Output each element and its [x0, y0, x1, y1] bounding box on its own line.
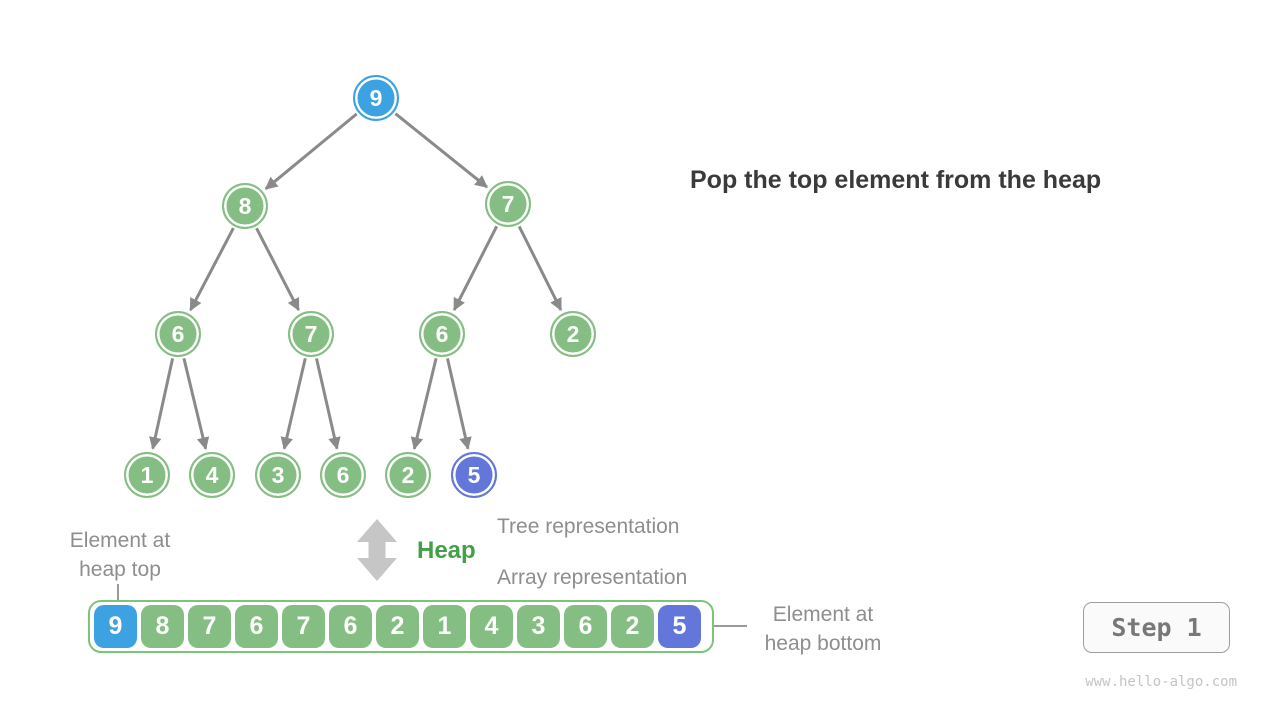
heap-top-label: Element at heap top — [40, 526, 200, 584]
tree-edge — [394, 112, 488, 189]
up-down-arrow-icon — [357, 519, 397, 581]
heap-bottom-label-line1: Element at — [772, 603, 874, 626]
tree-node-7: 7 — [288, 311, 334, 357]
tree-node-3: 3 — [255, 452, 301, 498]
tree-node-2: 2 — [550, 311, 596, 357]
tree-node-1: 1 — [124, 452, 170, 498]
tree-node-4: 4 — [189, 452, 235, 498]
array-cell-6: 6 — [564, 605, 607, 648]
array-cell-6: 6 — [235, 605, 278, 648]
tree-edge — [149, 358, 175, 450]
heap-label: Heap — [417, 537, 476, 564]
array-cell-5: 5 — [658, 605, 701, 648]
tree-edge — [182, 357, 210, 451]
array-cell-6: 6 — [329, 605, 372, 648]
tree-representation-label: Tree representation — [497, 515, 680, 538]
array-cell-2: 2 — [611, 605, 654, 648]
tree-node-6: 6 — [419, 311, 465, 357]
tree-node-6: 6 — [320, 452, 366, 498]
page-title: Pop the top element from the heap — [690, 166, 1102, 194]
tree-edge — [189, 227, 235, 312]
heap-top-label-line2: heap top — [79, 558, 161, 581]
array-cell-9: 9 — [94, 605, 137, 648]
array-cell-2: 2 — [376, 605, 419, 648]
heap-bottom-label-line2: heap bottom — [764, 632, 882, 655]
tree-edge — [315, 358, 341, 450]
heap-top-connector-line — [117, 584, 119, 601]
array-cell-7: 7 — [282, 605, 325, 648]
array-cell-1: 1 — [423, 605, 466, 648]
array-cell-8: 8 — [141, 605, 184, 648]
tree-edge — [517, 225, 563, 312]
tree-edges — [149, 112, 563, 451]
tree-node-8: 8 — [222, 183, 268, 229]
array-cell-4: 4 — [470, 605, 513, 648]
tree-edge — [264, 112, 358, 190]
tree-node-5: 5 — [451, 452, 497, 498]
array-cell-3: 3 — [517, 605, 560, 648]
step-button[interactable]: Step 1 — [1083, 602, 1230, 653]
array-representation-label: Array representation — [497, 566, 688, 589]
tree-edge — [280, 357, 307, 450]
tree-edge — [446, 358, 472, 450]
tree-edge — [410, 357, 438, 451]
tree-node-9: 9 — [353, 75, 399, 121]
tree-edge — [255, 227, 300, 312]
tree-node-2: 2 — [385, 452, 431, 498]
tree-edge — [452, 225, 499, 312]
array-cell-7: 7 — [188, 605, 231, 648]
heap-bottom-label: Element at heap bottom — [748, 600, 898, 658]
tree-node-7: 7 — [485, 181, 531, 227]
heap-bottom-connector-line — [714, 625, 747, 627]
watermark: www.hello-algo.com — [1085, 674, 1237, 690]
heap-top-label-line1: Element at — [69, 529, 171, 552]
tree-node-6: 6 — [155, 311, 201, 357]
